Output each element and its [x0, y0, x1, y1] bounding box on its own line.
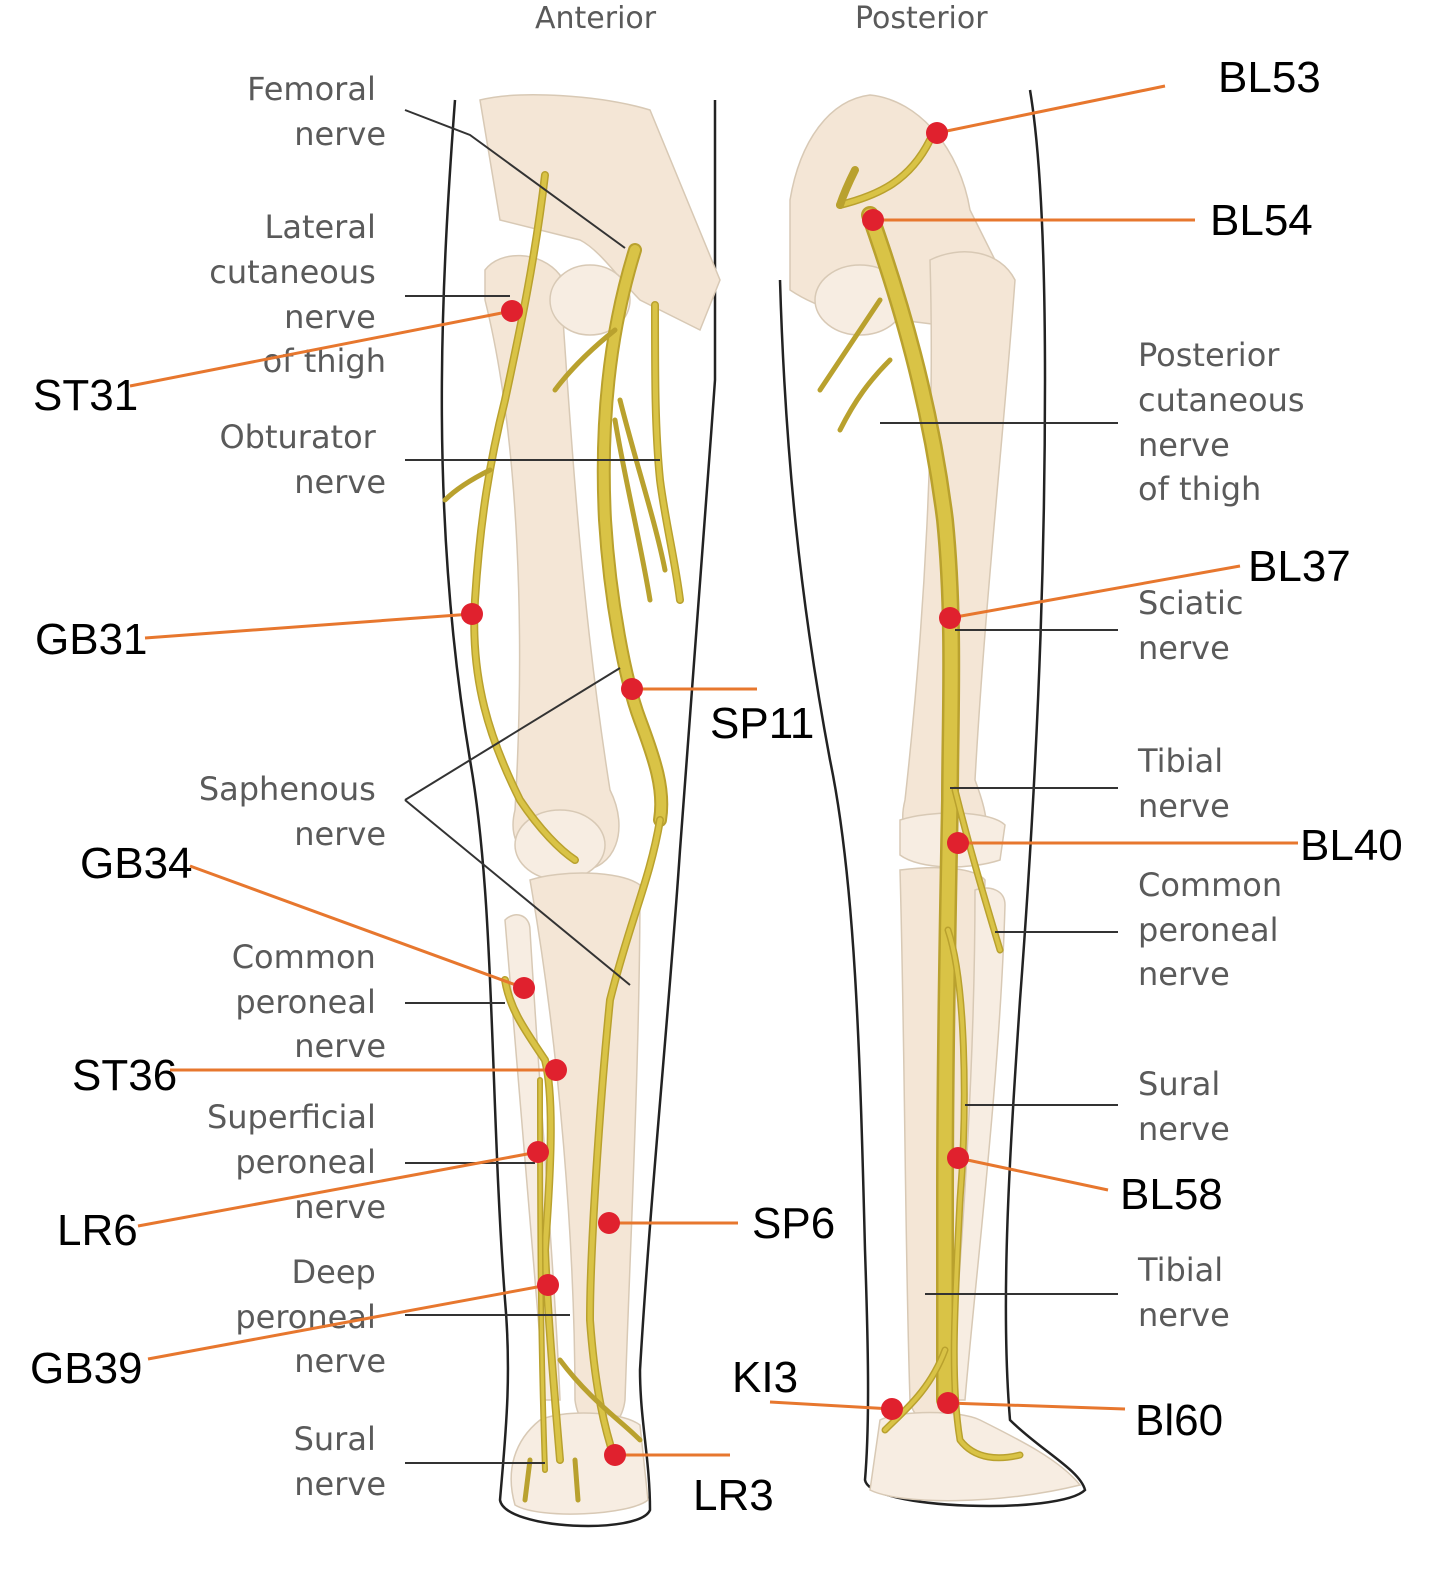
acupoint-st36-dot: [545, 1059, 567, 1081]
anterior-pelvis: [479, 94, 721, 332]
acupoint-ki3-dot: [881, 1398, 903, 1420]
obturator-nerve-label: Obturator nerve: [219, 418, 386, 501]
common-peroneal-nerve-anterior-label: Common peroneal nerve: [232, 938, 386, 1065]
tibial-nerve-lower-label: Tibial nerve: [1137, 1251, 1233, 1334]
anterior-nerve-leaders: [404, 109, 660, 1464]
acupoint-lr6-label: LR6: [57, 1206, 138, 1255]
sciatic-nerve-label: Sciatic nerve: [1138, 584, 1254, 667]
anterior-nerve-labels: Femoral nerve Lateral cutaneous nerve of…: [199, 70, 386, 1503]
acupoint-labels: BL53 BL54 ST31 BL37 GB31 SP11 BL40 GB34 …: [30, 53, 1403, 1520]
acupoint-lr6-dot: [527, 1141, 549, 1163]
sural-nerve-anterior-label: Sural nerve: [294, 1420, 386, 1503]
acupoint-bl37-dot: [939, 607, 961, 629]
anterior-view-label: Anterior: [535, 1, 657, 36]
acupoint-bl37-label: BL37: [1248, 542, 1351, 591]
acupoint-sp11-dot: [621, 678, 643, 700]
acupoint-sp6-label: SP6: [752, 1199, 835, 1248]
acupoint-bl54-label: BL54: [1210, 196, 1313, 245]
acupoint-st31-dot: [501, 300, 523, 322]
acupoint-st36-label: ST36: [72, 1051, 177, 1100]
acupoint-bl58-dot: [947, 1147, 969, 1169]
sural-nerve-posterior-label: Sural nerve: [1138, 1065, 1230, 1148]
acupoint-bl60-label: Bl60: [1135, 1396, 1223, 1445]
posterior-nerves: [817, 136, 1024, 1462]
acupoint-bl40-label: BL40: [1300, 821, 1403, 870]
acupoint-gb31-dot: [461, 603, 483, 625]
acupoint-sp11-label: SP11: [710, 699, 814, 748]
posterior-nerve-leaders: [880, 422, 1118, 1295]
acupoint-bl60-dot: [937, 1392, 959, 1414]
acupoint-gb39-label: GB39: [30, 1344, 143, 1393]
posterior-nerve-labels: Posterior cutaneous nerve of thigh Sciat…: [1137, 336, 1315, 1334]
acupoint-gb34-label: GB34: [80, 839, 193, 888]
tibial-nerve-upper-label: Tibial nerve: [1137, 742, 1233, 825]
anterior-hip-joint: [549, 264, 631, 336]
superficial-peroneal-nerve-label: Superficial peroneal nerve: [207, 1098, 386, 1226]
acupoint-ki3-label: KI3: [732, 1353, 798, 1402]
deep-peroneal-nerve-label: Deep peroneal nerve: [235, 1253, 386, 1380]
acupoint-bl40-dot: [947, 832, 969, 854]
posterior-leg: [778, 89, 1087, 1508]
posterior-fibula: [949, 887, 1006, 1401]
acupoint-bl58-label: BL58: [1120, 1170, 1223, 1219]
femoral-nerve-label: Femoral nerve: [247, 70, 386, 153]
acupoint-bl53-dot: [926, 122, 948, 144]
acupoint-gb31-label: GB31: [35, 615, 148, 664]
acupoint-lr3-dot: [604, 1444, 626, 1466]
acupoint-lr3-label: LR3: [693, 1471, 774, 1520]
acupoint-pointer-lines: [129, 84, 1298, 1457]
acupoint-sp6-dot: [598, 1212, 620, 1234]
lateral-cutaneous-nerve-label: Lateral cutaneous nerve of thigh: [209, 208, 386, 380]
saphenous-nerve-label: Saphenous nerve: [199, 770, 386, 853]
anterior-leg: [440, 94, 721, 1528]
acupoint-bl53-label: BL53: [1218, 53, 1321, 102]
acupoint-gb39-dot: [537, 1274, 559, 1296]
acupoint-st31-label: ST31: [33, 371, 138, 420]
posterior-cutaneous-nerve-label: Posterior cutaneous nerve of thigh: [1138, 336, 1315, 508]
acupoint-bl54-dot: [862, 209, 884, 231]
acupoint-dots: [461, 122, 969, 1466]
posterior-foot: [869, 1411, 1082, 1502]
posterior-view-label: Posterior: [855, 1, 988, 36]
anterior-nerves: [442, 171, 684, 1503]
acupoint-gb34-dot: [513, 977, 535, 999]
common-peroneal-nerve-posterior-label: Common peroneal nerve: [1138, 866, 1292, 993]
